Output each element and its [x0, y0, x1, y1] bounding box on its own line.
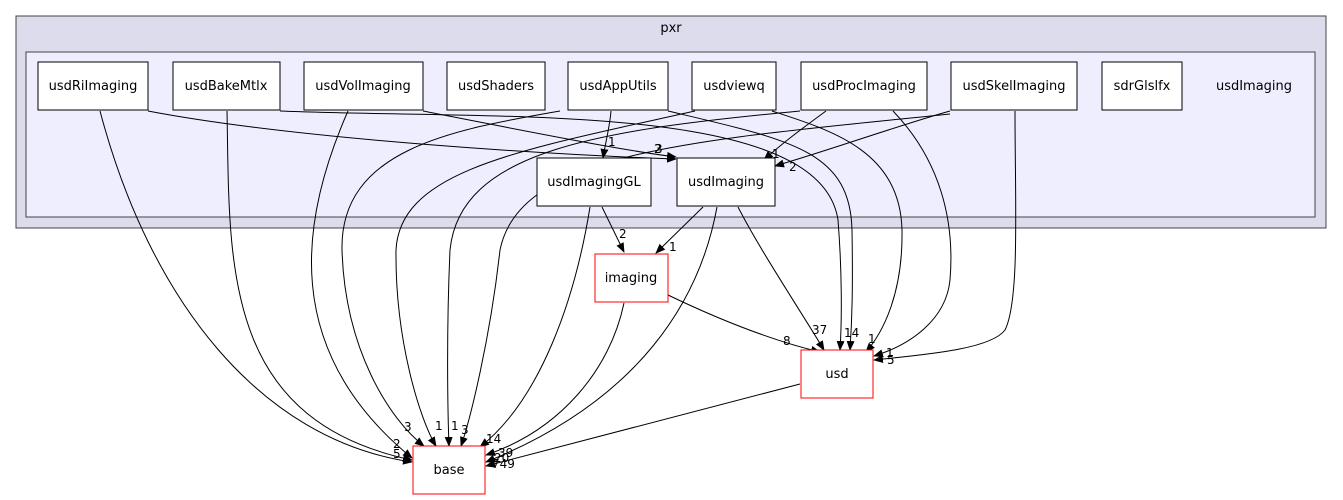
node-usdviewq[interactable]: usdviewq: [691, 61, 777, 111]
edge-label: 749: [492, 457, 515, 471]
edge-label: 1: [451, 419, 459, 433]
node-usdRiImaging-label: usdRiImaging: [49, 79, 138, 94]
edge-label: 5: [887, 353, 895, 367]
node-usdVolImaging-label: usdVolImaging: [315, 79, 411, 94]
edge-label: 1: [435, 419, 443, 433]
edge-label: 37: [812, 323, 827, 337]
edge-usdProcImaging-usdImaging: [763, 110, 827, 161]
edge-label: 1: [868, 332, 876, 346]
edge-label: 39: [498, 446, 513, 460]
edge-label: 1: [772, 147, 780, 161]
node-usdShaders-label: usdShaders: [458, 79, 534, 94]
edge-usdBakeMtlx-base: [226, 110, 413, 463]
edge-usdRiImaging-base: [99, 110, 413, 465]
edge-usdviewq-base: [395, 110, 696, 447]
edge-usdVolImaging-base: [310, 110, 413, 459]
edge-label: 14: [844, 326, 859, 340]
edge-label: 8: [783, 334, 791, 348]
edge-label: 1: [669, 240, 677, 254]
edge-label: 3: [655, 142, 663, 156]
edge-label: 5: [393, 447, 401, 461]
node-usdAppUtils-label: usdAppUtils: [579, 79, 656, 94]
edge-usdAppUtils-usd: [667, 110, 855, 351]
edge-usdRiImaging-usdImaging: [147, 110, 677, 163]
edge-usdProcImaging-base: [444, 110, 801, 447]
node-usdSkelImaging[interactable]: usdSkelImaging: [950, 61, 1078, 111]
node-usdBakeMtlx-label: usdBakeMtlx: [185, 79, 268, 94]
edge-label: 2: [619, 227, 627, 241]
cluster-pxr-label: pxr: [660, 21, 682, 36]
edge-usdSkelImaging-usdImaging: [774, 110, 951, 168]
node-usdRiImaging[interactable]: usdRiImaging: [37, 61, 149, 111]
node-usdProcImaging[interactable]: usdProcImaging: [800, 61, 928, 111]
edge-label: 14: [486, 432, 501, 446]
node-usdviewq-label: usdviewq: [703, 79, 764, 94]
node-sdrGlslfx-label: sdrGlslfx: [1114, 79, 1171, 94]
node-usdImaging[interactable]: usdImaging: [676, 157, 776, 207]
node-imaging-label: imaging: [605, 271, 658, 286]
node-usdSkelImaging-label: usdSkelImaging: [962, 79, 1065, 94]
node-base[interactable]: base: [412, 445, 486, 495]
edge-usdAppUtils-usdImagingGL: [600, 110, 612, 159]
node-usdImaging-label: usdImaging: [688, 175, 764, 190]
edge-label: 20: [494, 451, 509, 465]
edge-label: 2: [393, 437, 401, 451]
edge-labels: 1 3 2 1 2 2 1 37 14 1 8 1 5 3 1 1 3 14 2…: [393, 135, 895, 471]
node-usdImagingGL-label: usdImagingGL: [547, 175, 641, 190]
edge-label: 2: [789, 160, 797, 174]
edge-label: 3: [461, 423, 469, 437]
node-sdrGlslfx[interactable]: sdrGlslfx: [1101, 61, 1183, 111]
edge-usdVolImaging-usdImaging: [422, 110, 677, 160]
node-imaging[interactable]: imaging: [594, 253, 669, 303]
edge-usdImagingGL-base: [479, 206, 591, 448]
edge-usdSkelImaging-usd: [873, 110, 1017, 364]
edge-usdImaging-base: [485, 206, 718, 463]
edge-usdProcImaging-usd: [873, 110, 952, 358]
edge-imaging-usd: [667, 294, 821, 354]
edge-usdBakeMtlx-usd: [279, 110, 845, 351]
edge-imaging-base: [485, 302, 625, 456]
node-usd-label: usd: [825, 367, 848, 382]
node-usdShaders[interactable]: usdShaders: [446, 61, 546, 111]
cluster-usdImaging-label: usdImaging: [1216, 79, 1292, 94]
edge-label: 2: [654, 142, 662, 156]
node-usdProcImaging-label: usdProcImaging: [812, 79, 916, 94]
node-usdVolImaging[interactable]: usdVolImaging: [303, 61, 424, 111]
edge-usd-base: [485, 383, 801, 468]
edge-usdImagingGL-imaging: [601, 206, 625, 253]
edge-label: 3: [404, 420, 412, 434]
node-usdAppUtils[interactable]: usdAppUtils: [567, 61, 669, 111]
edge-usdAppUtils-base: [341, 110, 561, 447]
edges: [99, 110, 1017, 468]
edge-usdviewq-usd: [771, 110, 903, 353]
node-base-label: base: [434, 463, 465, 478]
edge-label: 1: [886, 346, 894, 360]
edge-usdImaging-imaging: [655, 206, 704, 254]
edge-usdSkelImaging-base: [460, 113, 951, 447]
node-usdBakeMtlx[interactable]: usdBakeMtlx: [172, 61, 281, 111]
edge-label: 1: [608, 135, 616, 149]
node-usd[interactable]: usd: [800, 349, 874, 399]
node-usdImagingGL[interactable]: usdImagingGL: [536, 157, 652, 207]
edge-usdImaging-usd: [737, 206, 825, 351]
